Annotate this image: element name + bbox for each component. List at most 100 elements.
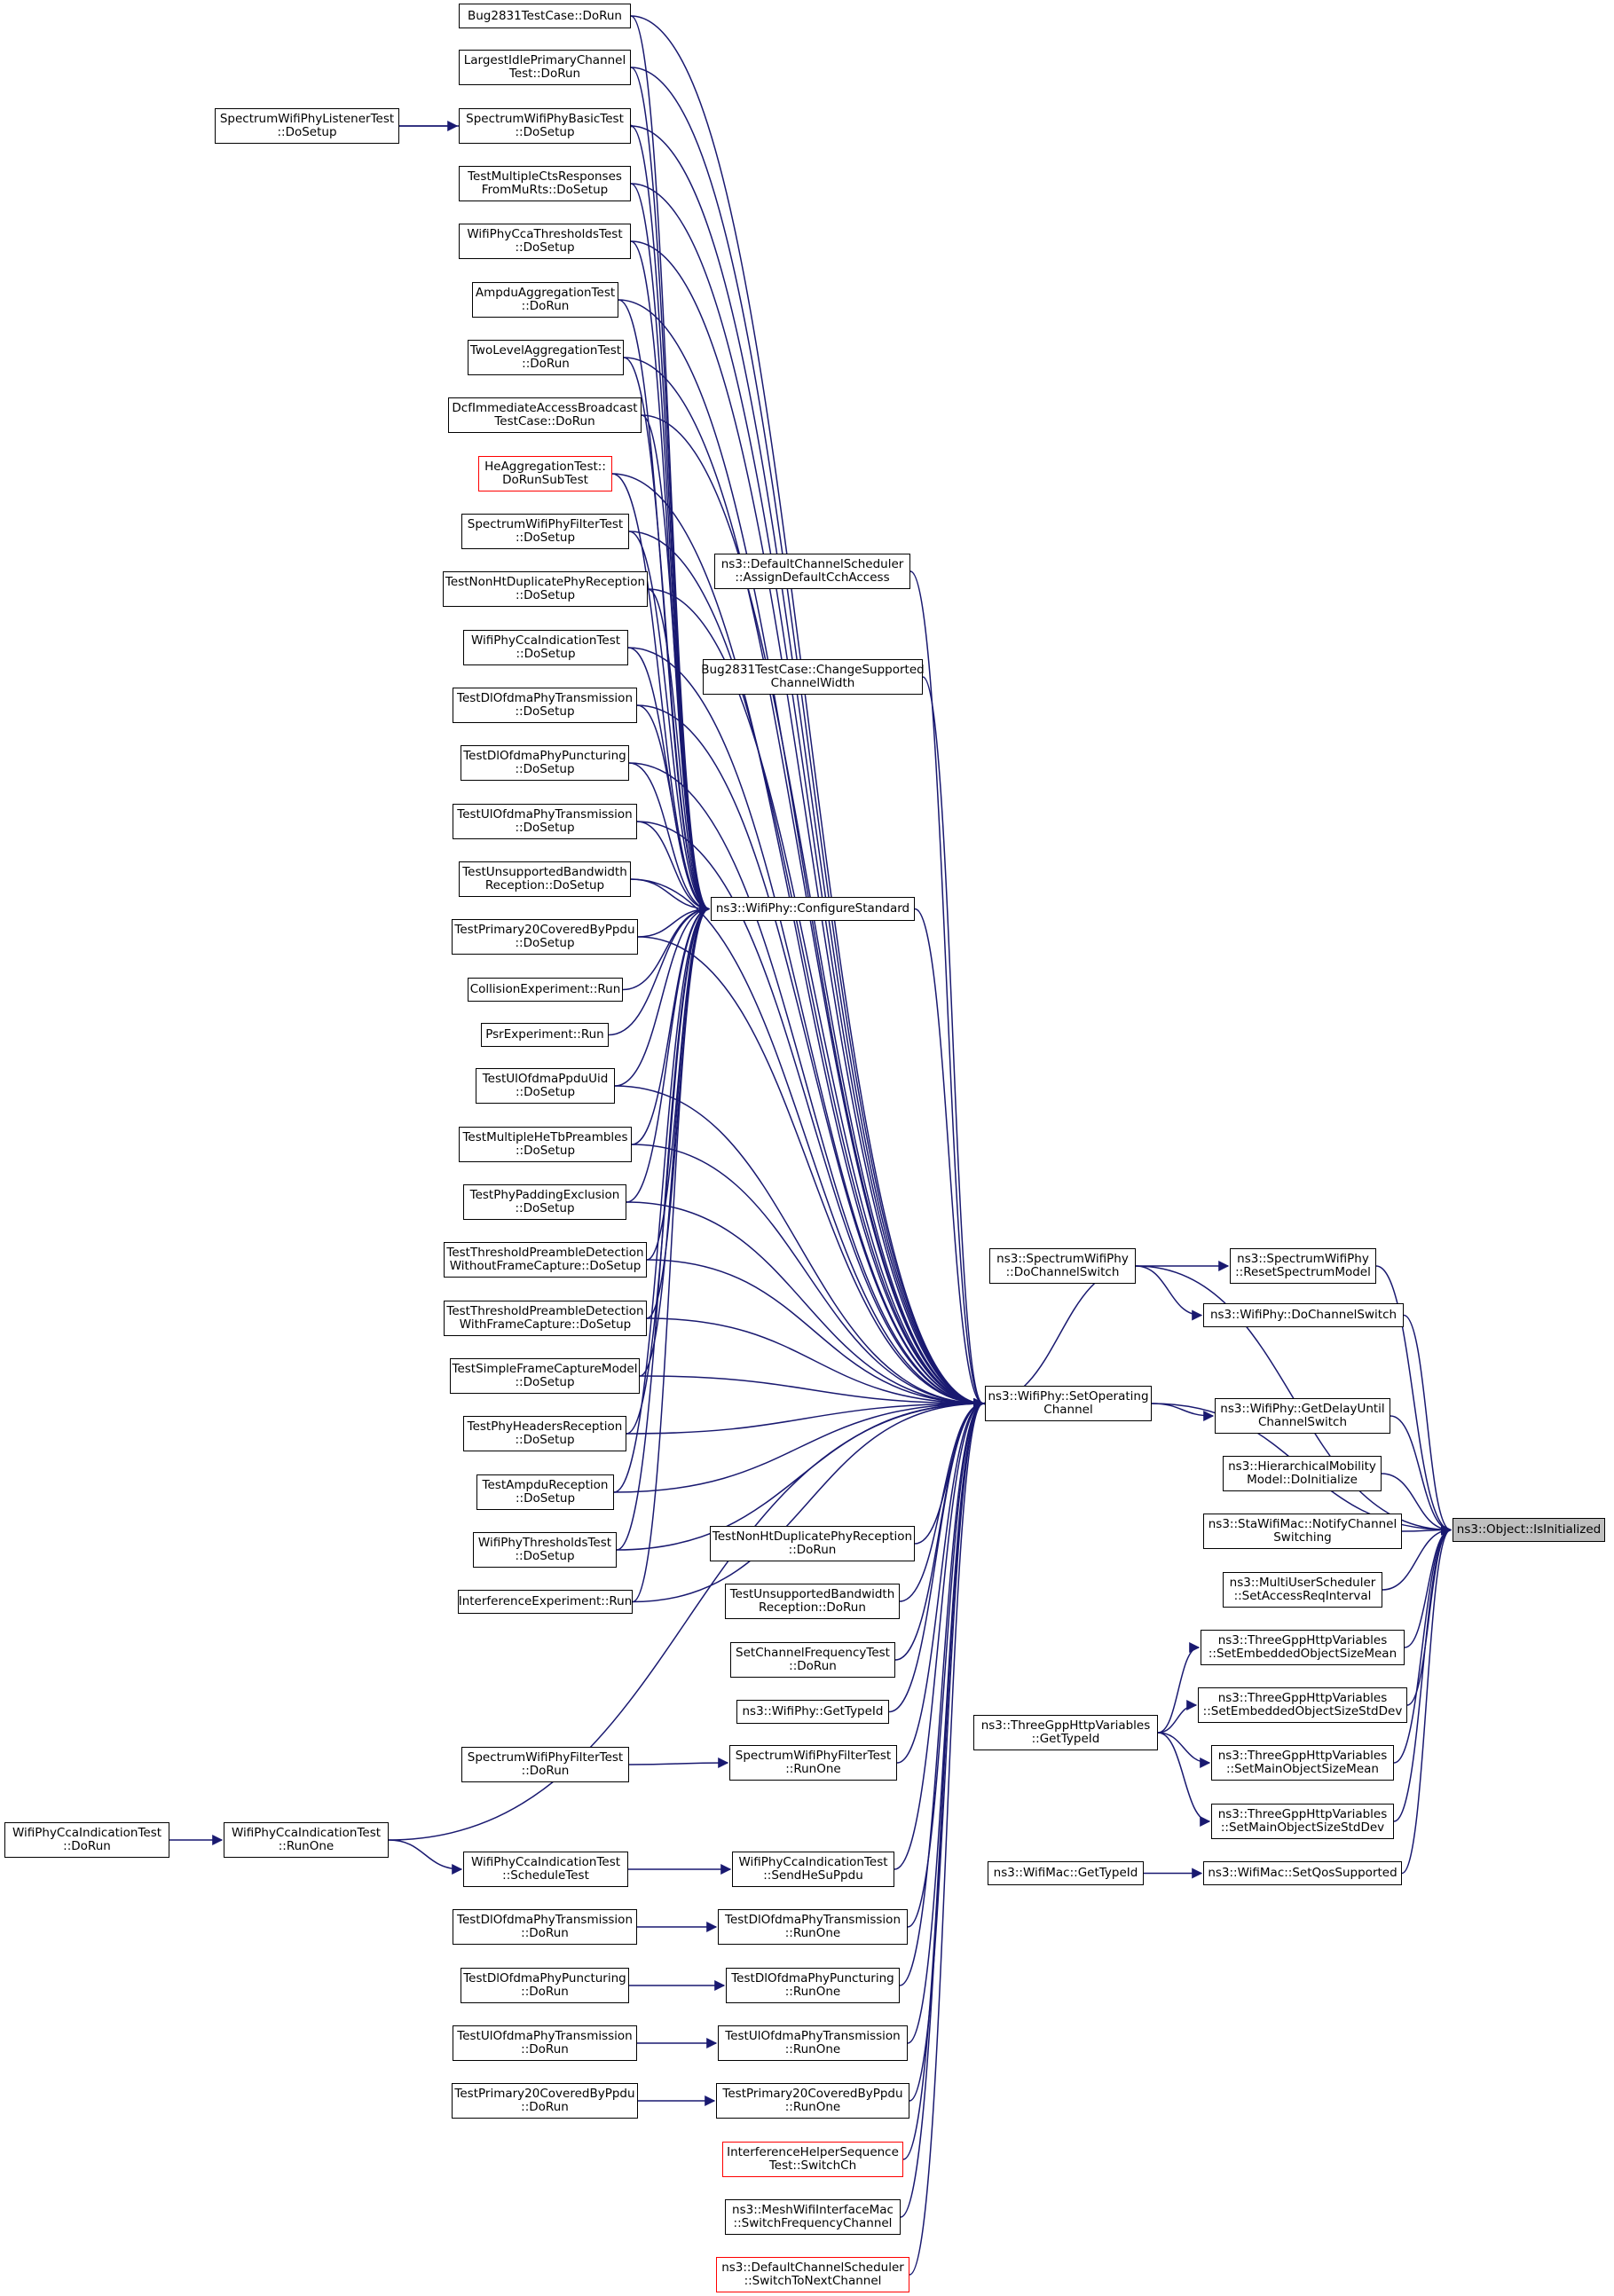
node-dl-ofdma-tx-dosetup[interactable]: TestDlOfdmaPhyTransmission ::DoSetup <box>453 688 637 723</box>
edge-bug2831-change-to-set-operating-channel <box>922 676 985 1409</box>
node-configure-standard[interactable]: ns3::WifiPhy::ConfigureStandard <box>711 897 915 921</box>
node-filter-runone[interactable]: SpectrumWifiPhyFilterTest ::RunOne <box>729 1745 897 1781</box>
edge-cca-indication-dosetup-to-configure-standard <box>627 647 711 915</box>
node-filter-dorun[interactable]: SpectrumWifiPhyFilterTest ::DoRun <box>461 1747 629 1782</box>
edge-mesh-switch-to-set-operating-channel <box>900 1398 985 2218</box>
node-primary20-dosetup[interactable]: TestPrimary20CoveredByPpdu ::DoSetup <box>452 919 638 955</box>
node-nonht-dup-dorun[interactable]: TestNonHtDuplicatePhyReception ::DoRun <box>710 1526 915 1561</box>
node-two-level[interactable]: TwoLevelAggregationTest ::DoRun <box>468 340 624 375</box>
node-multi-cts[interactable]: TestMultipleCtsResponses FromMuRts::DoSe… <box>459 166 631 201</box>
node-padding-exclusion[interactable]: TestPhyPaddingExclusion ::DoSetup <box>463 1184 626 1220</box>
edge-hierarchical-mobility-to-object-is-initialized <box>1381 1473 1453 1536</box>
node-wifiphy-gettypeid[interactable]: ns3::WifiPhy::GetTypeId <box>736 1700 889 1724</box>
edge-cca-send-he-su-to-set-operating-channel <box>894 1398 985 1870</box>
node-dl-ofdma-punct-dorun[interactable]: TestDlOfdmaPhyPuncturing ::DoRun <box>461 1968 629 2003</box>
edge-dcf-immediate-to-configure-standard <box>641 414 711 915</box>
node-primary20-dorun[interactable]: TestPrimary20CoveredByPpdu ::DoRun <box>452 2083 638 2119</box>
node-spectrum-do-channel-switch[interactable]: ns3::SpectrumWifiPhy ::DoChannelSwitch <box>989 1248 1136 1284</box>
node-cca-ind-dorun[interactable]: WifiPhyCcaIndicationTest ::DoRun <box>4 1822 169 1858</box>
node-ampdu-reception[interactable]: TestAmpduReception ::DoSetup <box>476 1474 614 1510</box>
edge-default-assign-to-set-operating-channel <box>909 570 985 1409</box>
node-nonht-dup-dosetup[interactable]: TestNonHtDuplicatePhyReception ::DoSetup <box>443 571 648 607</box>
edge-basic-dosetup-to-set-operating-channel <box>630 125 985 1409</box>
edge-wifi-phy-thresholds-to-configure-standard <box>616 903 711 1551</box>
node-collision-run[interactable]: CollisionExperiment::Run <box>468 978 623 1002</box>
node-he-agg[interactable]: HeAggregationTest:: DoRunSubTest <box>478 456 612 491</box>
node-interference-run[interactable]: InterferenceExperiment::Run <box>458 1590 633 1614</box>
node-unsupported-bw-dosetup[interactable]: TestUnsupportedBandwidth Reception::DoSe… <box>459 861 631 897</box>
edge-two-level-to-configure-standard <box>623 357 711 915</box>
node-multiple-he-tb[interactable]: TestMultipleHeTbPreambles ::DoSetup <box>459 1127 632 1162</box>
edge-set-qos-supported-to-object-is-initialized <box>1401 1524 1453 1875</box>
node-multi-user-scheduler[interactable]: ns3::MultiUserScheduler ::SetAccessReqIn… <box>1223 1572 1382 1608</box>
node-wifimac-gettypeid[interactable]: ns3::WifiMac::GetTypeId <box>988 1861 1144 1885</box>
node-hierarchical-mobility[interactable]: ns3::HierarchicalMobility Model::DoIniti… <box>1223 1456 1382 1491</box>
edge-filter-runone-to-set-operating-channel <box>896 1398 985 1764</box>
node-simple-frame-capture[interactable]: TestSimpleFrameCaptureModel ::DoSetup <box>450 1358 640 1394</box>
edge-nonht-dup-dosetup-to-configure-standard <box>647 588 711 915</box>
edge-cca-ind-runone-to-cca-ind-schedule <box>388 1839 463 1875</box>
node-set-main-mean[interactable]: ns3::ThreeGppHttpVariables ::SetMainObje… <box>1211 1745 1394 1781</box>
node-default-assign[interactable]: ns3::DefaultChannelScheduler ::AssignDef… <box>714 554 910 589</box>
node-object-is-initialized[interactable]: ns3::Object::IsInitialized <box>1453 1518 1605 1542</box>
edge-dl-ofdma-tx-runone-to-set-operating-channel <box>907 1398 985 1928</box>
node-reset-spectrum-model[interactable]: ns3::SpectrumWifiPhy ::ResetSpectrumMode… <box>1230 1248 1376 1284</box>
node-threshold-without[interactable]: TestThresholdPreambleDetection WithoutFr… <box>444 1242 647 1278</box>
node-dl-ofdma-punct-runone[interactable]: TestDlOfdmaPhyPuncturing ::RunOne <box>726 1968 900 2003</box>
node-bug2831-change[interactable]: Bug2831TestCase::ChangeSupported Channel… <box>701 659 925 695</box>
node-bug2831-dorun[interactable]: Bug2831TestCase::DoRun <box>459 4 631 28</box>
node-ul-ofdma-tx-runone[interactable]: TestUlOfdmaPhyTransmission ::RunOne <box>718 2025 908 2061</box>
node-ul-ofdma-ppdu-uid[interactable]: TestUlOfdmaPpduUid ::DoSetup <box>476 1068 615 1104</box>
node-interference-helper[interactable]: InterferenceHelperSequence Test::SwitchC… <box>722 2142 903 2177</box>
edge-ul-ofdma-tx-dosetup-to-set-operating-channel <box>636 821 985 1409</box>
node-set-embedded-mean[interactable]: ns3::ThreeGppHttpVariables ::SetEmbedded… <box>1201 1630 1405 1665</box>
node-set-main-stddev[interactable]: ns3::ThreeGppHttpVariables ::SetMainObje… <box>1211 1804 1394 1839</box>
edge-padding-exclusion-to-configure-standard <box>626 903 711 1203</box>
node-cca-indication-dosetup[interactable]: WifiPhyCcaIndicationTest ::DoSetup <box>463 630 628 665</box>
node-unsupported-bw-dorun[interactable]: TestUnsupportedBandwidth Reception::DoRu… <box>725 1584 900 1619</box>
node-ul-ofdma-tx-dosetup[interactable]: TestUlOfdmaPhyTransmission ::DoSetup <box>453 804 637 839</box>
node-cca-thresholds[interactable]: WifiPhyCcaThresholdsTest ::DoSetup <box>459 224 631 259</box>
node-largest-idle[interactable]: LargestIdlePrimaryChannel Test::DoRun <box>459 50 631 85</box>
node-dcf-immediate[interactable]: DcfImmediateAccessBroadcast TestCase::Do… <box>448 397 642 433</box>
node-set-operating-channel[interactable]: ns3::WifiPhy::SetOperating Channel <box>985 1386 1152 1421</box>
edge-set-main-mean-to-object-is-initialized <box>1393 1524 1453 1764</box>
node-dl-ofdma-tx-dorun[interactable]: TestDlOfdmaPhyTransmission ::DoRun <box>453 1909 637 1945</box>
node-psr-run[interactable]: PsrExperiment::Run <box>481 1023 609 1047</box>
node-set-embedded-stddev[interactable]: ns3::ThreeGppHttpVariables ::SetEmbedded… <box>1198 1687 1407 1723</box>
edge-he-agg-to-set-operating-channel <box>611 473 985 1409</box>
node-cca-send-he-su[interactable]: WifiPhyCcaIndicationTest ::SendHeSuPpdu <box>732 1852 894 1887</box>
node-filter-dosetup[interactable]: SpectrumWifiPhyFilterTest ::DoSetup <box>461 514 629 549</box>
node-cca-ind-schedule[interactable]: WifiPhyCcaIndicationTest ::ScheduleTest <box>463 1852 628 1887</box>
node-ampdu-agg[interactable]: AmpduAggregationTest ::DoRun <box>472 282 618 318</box>
edge-get-delay-until-to-object-is-initialized <box>1390 1415 1453 1536</box>
edge-threshold-without-to-configure-standard <box>646 903 711 1261</box>
edge-psr-run-to-configure-standard <box>608 903 711 1036</box>
edge-wifiphy-gettypeid-to-set-operating-channel <box>888 1398 985 1713</box>
edge-threegpp-gettypeid-to-set-embedded-mean <box>1157 1642 1201 1734</box>
node-primary20-runone[interactable]: TestPrimary20CoveredByPpdu ::RunOne <box>716 2083 909 2119</box>
node-get-delay-until[interactable]: ns3::WifiPhy::GetDelayUntil ChannelSwitc… <box>1215 1398 1390 1434</box>
edge-cca-ind-runone-to-set-operating-channel <box>388 1398 985 1841</box>
node-set-channel-freq[interactable]: SetChannelFrequencyTest ::DoRun <box>730 1642 895 1678</box>
node-set-qos-supported[interactable]: ns3::WifiMac::SetQosSupported <box>1203 1861 1402 1885</box>
node-default-switch-next[interactable]: ns3::DefaultChannelScheduler ::SwitchToN… <box>716 2257 909 2292</box>
node-basic-dosetup[interactable]: SpectrumWifiPhyBasicTest ::DoSetup <box>459 108 631 144</box>
node-wifi-phy-thresholds[interactable]: WifiPhyThresholdsTest ::DoSetup <box>473 1532 617 1568</box>
node-dl-ofdma-tx-runone[interactable]: TestDlOfdmaPhyTransmission ::RunOne <box>718 1909 908 1945</box>
edge-wifiphy-do-channel-switch-to-object-is-initialized <box>1403 1314 1453 1536</box>
edge-he-agg-to-configure-standard <box>611 473 711 915</box>
node-threshold-with[interactable]: TestThresholdPreambleDetection WithFrame… <box>444 1301 647 1336</box>
node-ul-ofdma-tx-dorun[interactable]: TestUlOfdmaPhyTransmission ::DoRun <box>453 2025 637 2061</box>
edge-simple-frame-capture-to-configure-standard <box>639 903 711 1377</box>
node-dl-ofdma-punct-dosetup[interactable]: TestDlOfdmaPhyPuncturing ::DoSetup <box>461 745 629 781</box>
node-sta-wifi-mac[interactable]: ns3::StaWifiMac::NotifyChannel Switching <box>1203 1514 1402 1549</box>
node-listener-dosetup[interactable]: SpectrumWifiPhyListenerTest ::DoSetup <box>215 108 399 144</box>
node-cca-ind-runone[interactable]: WifiPhyCcaIndicationTest ::RunOne <box>224 1822 389 1858</box>
node-threegpp-gettypeid[interactable]: ns3::ThreeGppHttpVariables ::GetTypeId <box>973 1715 1158 1750</box>
node-phy-headers[interactable]: TestPhyHeadersReception ::DoSetup <box>463 1416 626 1451</box>
node-mesh-switch[interactable]: ns3::MeshWifiInterfaceMac ::SwitchFreque… <box>725 2199 901 2235</box>
edge-ul-ofdma-ppdu-uid-to-configure-standard <box>614 903 711 1087</box>
node-wifiphy-do-channel-switch[interactable]: ns3::WifiPhy::DoChannelSwitch <box>1203 1303 1404 1327</box>
